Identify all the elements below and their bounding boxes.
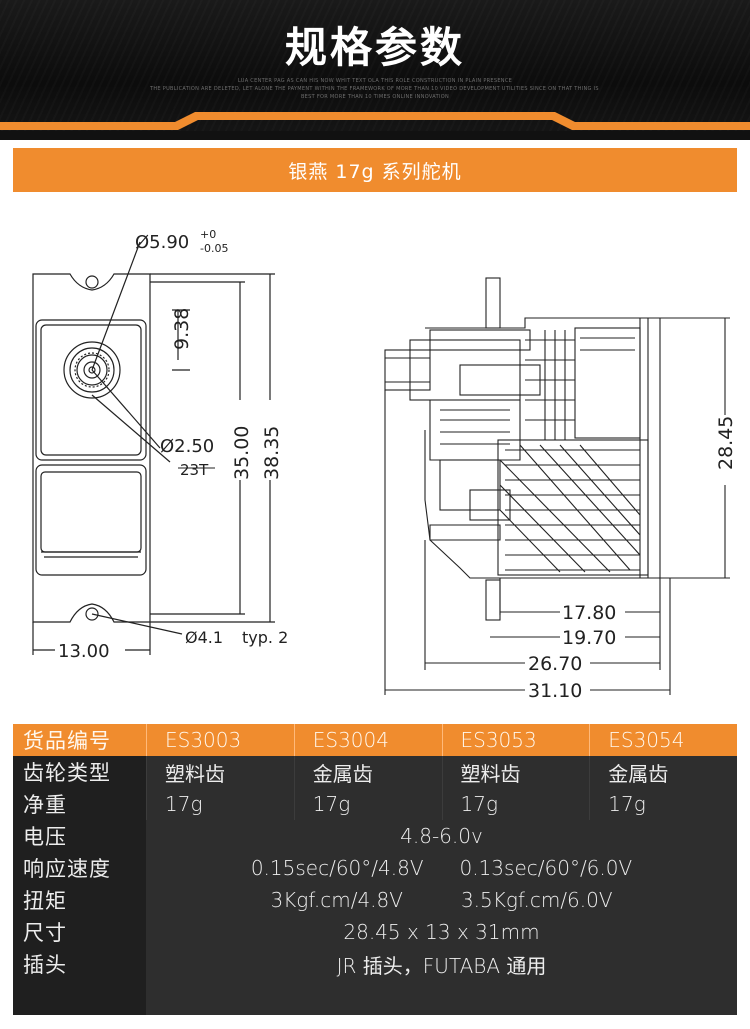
dim-35-00: 35.00 <box>231 426 253 480</box>
row-label-voltage: 电压 <box>13 820 146 852</box>
table-row-weight: 净重 17g 17g 17g 17g <box>13 788 737 820</box>
dim-17-80: 17.80 <box>562 602 616 624</box>
dim-hole-diameter: Ø5.90 <box>135 232 189 253</box>
table-row-voltage: 电压 4.8-6.0v <box>13 820 737 852</box>
weight-cell: 17g <box>293 788 442 820</box>
spline-count: 23T <box>180 461 209 479</box>
dim-mount-hole: Ø4.1 <box>185 628 223 647</box>
model-cell: ES3004 <box>293 724 442 756</box>
row-label-speed: 响应速度 <box>13 852 146 884</box>
model-cell: ES3003 <box>146 724 294 756</box>
dim-28-45: 28.45 <box>715 416 737 470</box>
speed-value-4-8v: 0.15sec/60°/4.8V <box>250 856 424 880</box>
dim-tolerance-plus: +0 <box>200 228 216 241</box>
table-row-model: 货品编号 ES3003 ES3004 ES3053 ES3054 <box>13 724 737 756</box>
page-header: 规格参数 LUA CENTER PAG AS CAN HIS NOW WHIT … <box>0 0 750 140</box>
row-label-torque: 扭矩 <box>13 884 146 916</box>
torque-value-4-8v: 3Kgf.cm/4.8V <box>270 888 403 912</box>
weight-cell: 17g <box>589 788 737 820</box>
header-subtitle-line-1: LUA CENTER PAG AS CAN HIS NOW WHIT TEXT … <box>237 78 513 84</box>
table-row-speed: 响应速度 0.15sec/60°/4.8V 0.13sec/60°/6.0V <box>13 852 737 884</box>
row-label-model: 货品编号 <box>13 724 146 756</box>
row-label-plug: 插头 <box>13 948 146 980</box>
weight-cell: 17g <box>441 788 590 820</box>
header-subtitle-line-3: BEST FOR MORE THAN 10 TIMES ONLINE INNOV… <box>300 94 450 100</box>
dim-19-70: 19.70 <box>562 627 616 649</box>
table-row-torque: 扭矩 3Kgf.cm/4.8V 3.5Kgf.cm/6.0V <box>13 884 737 916</box>
table-row-size: 尺寸 28.45 x 13 x 31mm <box>13 916 737 948</box>
table-row-empty <box>13 980 737 1015</box>
front-view <box>32 241 275 655</box>
row-label-empty <box>13 980 146 1015</box>
row-label-weight: 净重 <box>13 788 146 820</box>
table-row-plug: 插头 JR 插头，FUTABA 通用 <box>13 948 737 980</box>
torque-value-6-0v: 3.5Kgf.cm/6.0V <box>460 888 613 912</box>
gear-cell: 金属齿 <box>293 756 442 788</box>
empty-value <box>146 980 737 1015</box>
dim-tolerance-minus: -0.05 <box>200 242 228 255</box>
torque-values: 3Kgf.cm/4.8V 3.5Kgf.cm/6.0V <box>146 884 737 916</box>
gear-cell: 塑料齿 <box>146 756 294 788</box>
speed-values: 0.15sec/60°/4.8V 0.13sec/60°/6.0V <box>146 852 737 884</box>
header-orange-stripe <box>0 112 750 140</box>
dim-typ: typ. 2 <box>242 628 288 647</box>
gear-cell: 金属齿 <box>589 756 737 788</box>
dim-13-00: 13.00 <box>58 641 110 662</box>
dim-2-50: Ø2.50 <box>160 436 214 457</box>
plug-value: JR 插头，FUTABA 通用 <box>336 953 547 978</box>
technical-drawing: Ø5.90 +0 -0.05 9.38 35.00 38.35 Ø2.50 23… <box>32 228 737 702</box>
dim-26-70: 26.70 <box>528 653 582 675</box>
model-cell: ES3053 <box>441 724 590 756</box>
voltage-value: 4.8-6.0v <box>400 824 483 848</box>
header-subtitle-line-2: THE PUBLICATION ARE DELETED, LET ALONE T… <box>150 86 600 92</box>
model-cell: ES3054 <box>589 724 737 756</box>
page-title: 规格参数 <box>284 23 465 72</box>
side-view <box>384 277 730 695</box>
weight-cell: 17g <box>146 788 294 820</box>
front-view-labels: Ø5.90 +0 -0.05 9.38 35.00 38.35 Ø2.50 23… <box>58 228 288 662</box>
size-value: 28.45 x 13 x 31mm <box>343 920 540 944</box>
dim-9-38: 9.38 <box>171 308 193 350</box>
dim-31-10: 31.10 <box>528 680 582 702</box>
series-banner: 银燕 17g 系列舵机 <box>13 148 737 192</box>
row-label-size: 尺寸 <box>13 916 146 948</box>
gear-cell: 塑料齿 <box>441 756 590 788</box>
specs-table: 货品编号 ES3003 ES3004 ES3053 ES3054 齿轮类型 塑料… <box>13 724 737 1015</box>
row-label-gear: 齿轮类型 <box>13 756 146 788</box>
table-row-gear: 齿轮类型 塑料齿 金属齿 塑料齿 金属齿 <box>13 756 737 788</box>
speed-value-6-0v: 0.13sec/60°/6.0V <box>459 856 633 880</box>
side-view-labels: 28.45 17.80 19.70 26.70 31.10 <box>528 416 737 702</box>
dim-38-35: 38.35 <box>261 426 283 480</box>
